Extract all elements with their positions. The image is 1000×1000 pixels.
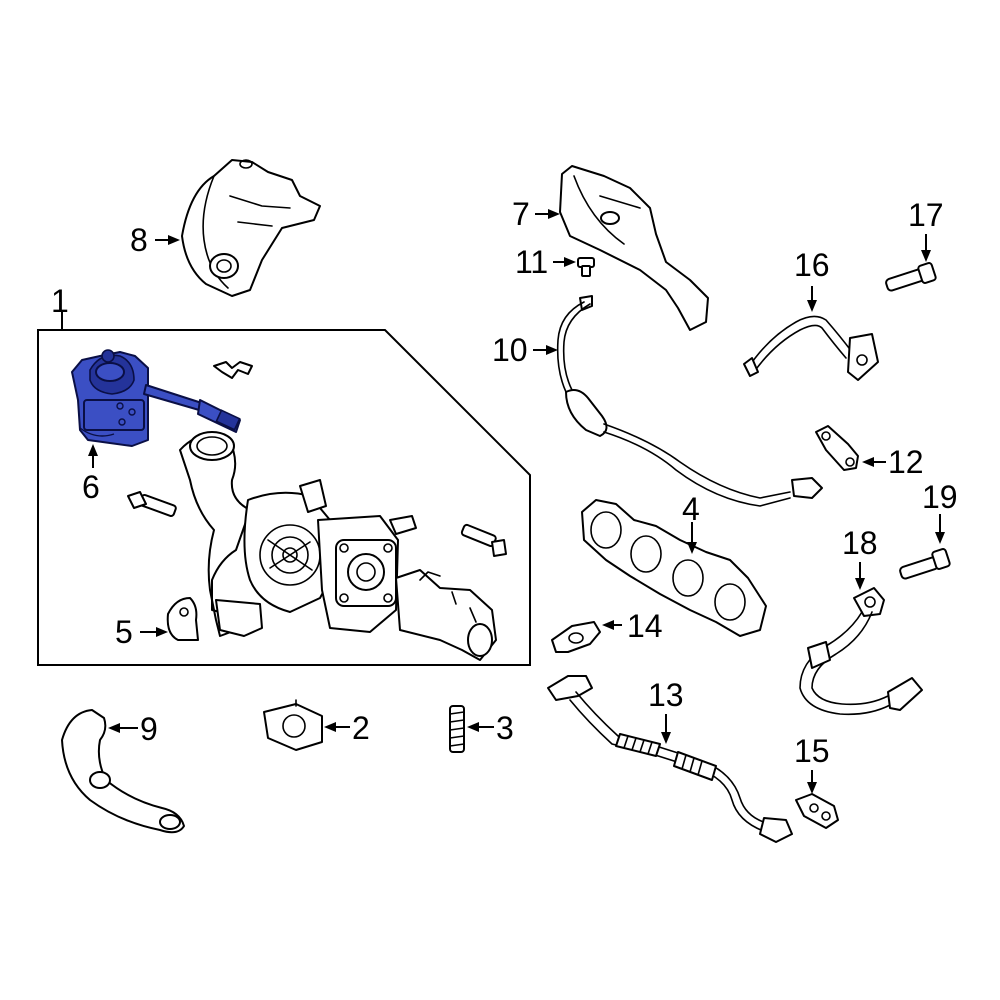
part-8-heat-shield[interactable] xyxy=(181,159,321,297)
bolt-left[interactable] xyxy=(127,491,177,517)
part-2-gasket[interactable] xyxy=(263,699,323,751)
arrow-4 xyxy=(687,542,697,554)
part-14-gasket[interactable] xyxy=(551,621,601,653)
part-5-bracket[interactable] xyxy=(166,597,199,641)
part-11-bolt[interactable] xyxy=(577,257,595,277)
arrow-19 xyxy=(935,532,945,544)
callout-13[interactable]: 13 xyxy=(648,677,684,713)
arrow-7 xyxy=(548,209,560,219)
part-4-manifold-gasket[interactable] xyxy=(581,499,767,637)
arrow-8 xyxy=(168,235,180,245)
part-6-wastegate-actuator[interactable] xyxy=(71,349,241,447)
arrow-18 xyxy=(855,578,865,590)
bolt-right[interactable] xyxy=(460,523,507,557)
callout-6[interactable]: 6 xyxy=(82,469,100,505)
arrow-9 xyxy=(108,723,120,733)
part-16-coolant-line[interactable] xyxy=(743,315,879,381)
callout-19[interactable]: 19 xyxy=(922,479,958,515)
callout-8[interactable]: 8 xyxy=(130,222,148,258)
arrow-17 xyxy=(921,250,931,262)
arrow-11 xyxy=(564,257,576,267)
part-13-oil-return-tube[interactable] xyxy=(547,675,793,843)
callout-10[interactable]: 10 xyxy=(492,332,528,368)
part-3-stud[interactable] xyxy=(449,705,465,753)
callout-9[interactable]: 9 xyxy=(140,711,158,747)
part-19-bolt[interactable] xyxy=(899,548,951,580)
callout-5[interactable]: 5 xyxy=(115,614,133,650)
arrow-13 xyxy=(661,732,671,744)
callout-7[interactable]: 7 xyxy=(512,196,530,232)
arrow-16 xyxy=(807,300,817,312)
callout-4[interactable]: 4 xyxy=(682,491,700,527)
arrow-6 xyxy=(88,444,98,456)
small-clip[interactable] xyxy=(213,361,253,379)
part-7-heat-shield[interactable] xyxy=(559,165,709,331)
callout-11[interactable]: 11 xyxy=(515,244,548,280)
arrow-15 xyxy=(807,782,817,794)
part-10-oil-feed-tube[interactable] xyxy=(556,295,823,507)
part-18-coolant-hose[interactable] xyxy=(799,587,923,716)
turbocharger-assembly[interactable] xyxy=(179,431,497,661)
callout-17[interactable]: 17 xyxy=(908,197,944,233)
part-15-gasket[interactable] xyxy=(795,793,839,829)
callout-12[interactable]: 12 xyxy=(888,444,924,480)
callout-1[interactable]: 1 xyxy=(51,283,69,319)
arrow-5 xyxy=(156,627,168,637)
callout-14[interactable]: 14 xyxy=(627,608,663,644)
arrow-2 xyxy=(324,722,336,732)
turbo-assembly-frame xyxy=(37,310,531,666)
part-12-gasket[interactable] xyxy=(815,425,859,471)
callout-3[interactable]: 3 xyxy=(496,710,514,746)
callout-15[interactable]: 15 xyxy=(794,733,830,769)
part-9-lower-heat-shield[interactable] xyxy=(61,709,185,834)
arrow-12 xyxy=(862,457,874,467)
arrow-14 xyxy=(602,620,614,630)
callout-16[interactable]: 16 xyxy=(794,247,830,283)
callout-2[interactable]: 2 xyxy=(352,710,370,746)
arrow-10 xyxy=(546,345,558,355)
callout-18[interactable]: 18 xyxy=(842,525,878,561)
part-17-banjo-bolt[interactable] xyxy=(885,262,937,292)
arrow-3 xyxy=(467,722,479,732)
